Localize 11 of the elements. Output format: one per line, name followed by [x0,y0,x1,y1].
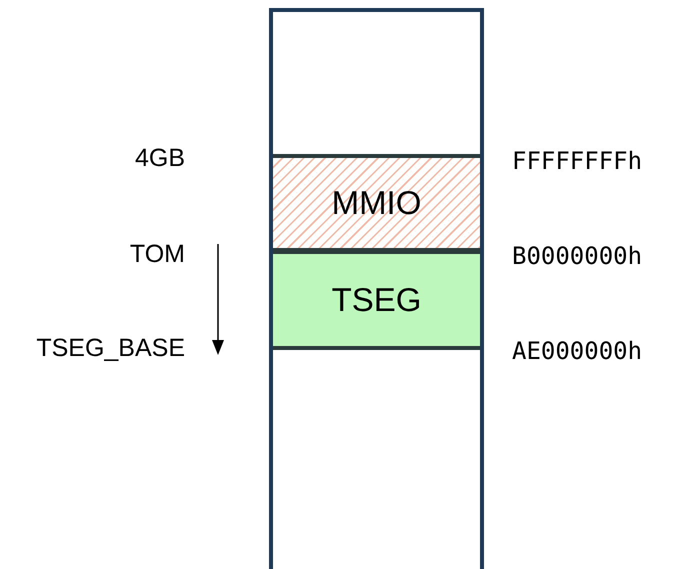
boundary-label: TSEG_BASE [36,333,185,363]
memory-region [273,250,480,350]
region-label: TSEG [330,280,422,320]
size-label: 4GB [134,143,185,173]
memory-column [269,8,484,569]
memory-region [273,154,480,252]
region-label: MMIO [330,183,422,223]
address-label: FFFFFFFFh [512,146,642,176]
address-label: AE000000h [512,336,642,366]
address-label: B0000000h [512,241,642,271]
boundary-label: TOM [130,239,185,269]
